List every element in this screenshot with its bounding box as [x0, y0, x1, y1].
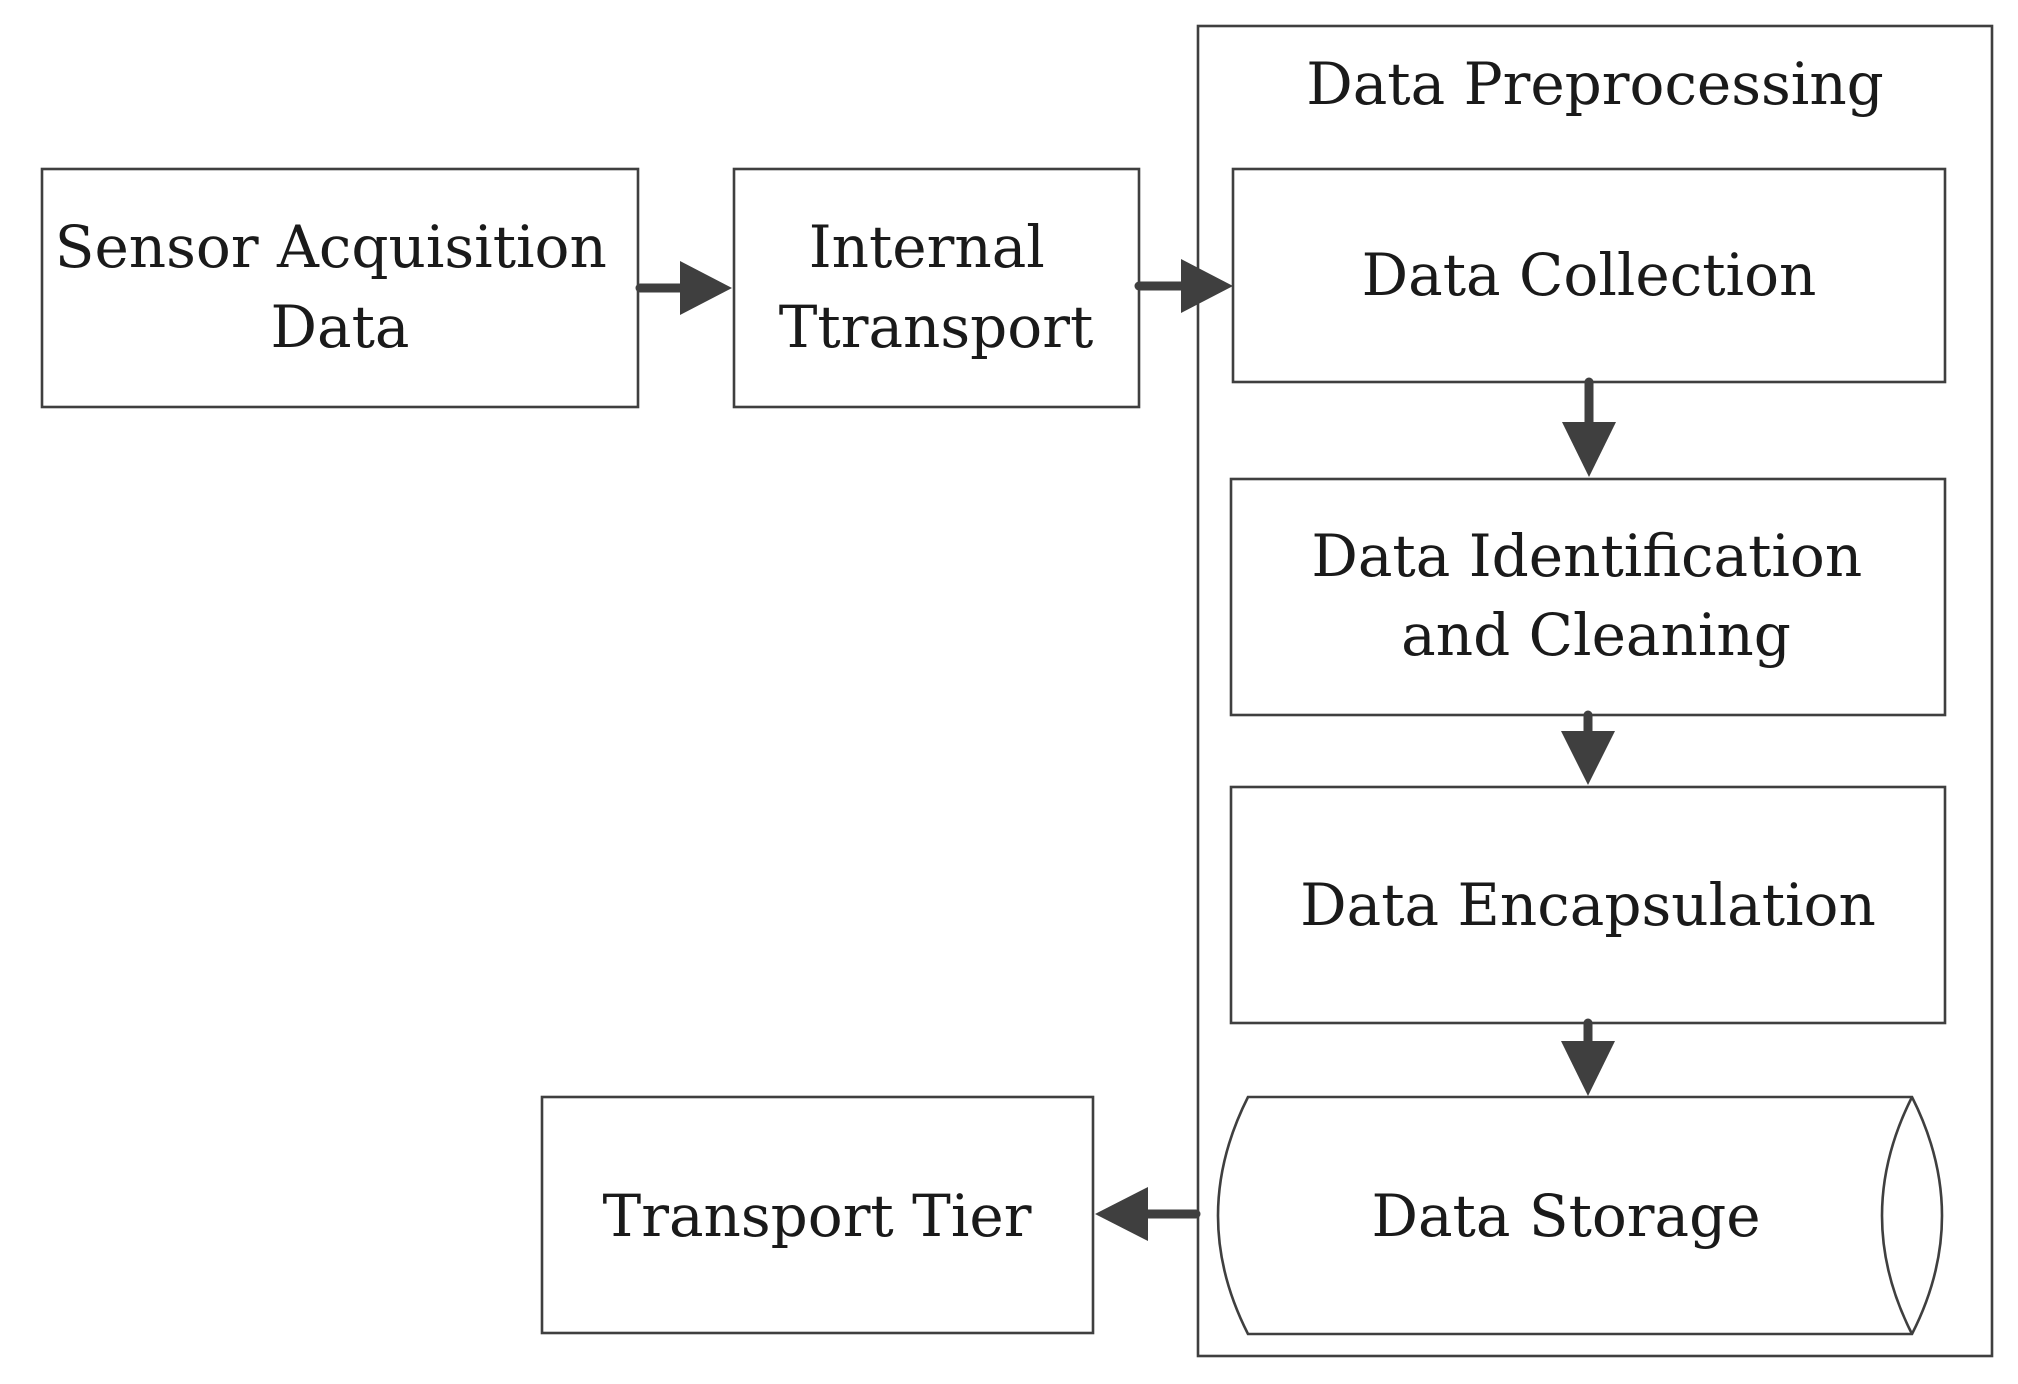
node-data-collection-box [1231, 167, 1947, 384]
arrow-storage-to-transport [1095, 1187, 1201, 1241]
data-preprocessing-frame [1196, 24, 1994, 1358]
node-transport-tier: Transport Tier [540, 1095, 1095, 1335]
arrow-identification-to-encapsulation [1561, 710, 1615, 785]
node-sensor-line-2: Data [271, 293, 410, 361]
node-internal-line-2: Ttransport [779, 293, 1094, 361]
data-preprocessing-title: Data Preprocessing [1306, 50, 1884, 118]
node-sensor-acquisition-data-box [40, 167, 640, 409]
node-data-encapsulation-box [1229, 785, 1947, 1025]
arrow-collection-to-identification [1562, 377, 1616, 477]
node-data-identification-cleaning-label: Data Identification and Cleaning [1311, 522, 1880, 669]
node-data-identification-cleaning-box [1229, 477, 1947, 717]
node-internal-line-1: Internal [809, 213, 1045, 281]
arrow-sensor-to-internal-head [680, 261, 732, 315]
node-data-identification-cleaning: Data Identification and Cleaning [1229, 477, 1947, 717]
data-preprocessing-group: Data Preprocessing [1196, 24, 1994, 1358]
node-sensor-acquisition-data-label: Sensor Acquisition Data [55, 213, 626, 361]
arrow-storage-to-transport-head [1095, 1187, 1148, 1241]
node-collection-line-1: Data Collection [1362, 241, 1817, 309]
arrow-encapsulation-to-storage [1561, 1018, 1615, 1096]
arrow-sensor-to-internal [635, 261, 732, 315]
node-transport-tier-label: Transport Tier [603, 1182, 1032, 1250]
node-sensor-line-1: Sensor Acquisition [55, 213, 607, 281]
node-transport-tier-box [540, 1095, 1095, 1335]
node-storage-line-1: Data Storage [1371, 1182, 1760, 1250]
node-data-encapsulation: Data Encapsulation [1229, 785, 1947, 1025]
node-sensor-acquisition-data: Sensor Acquisition Data [40, 167, 640, 409]
node-internal-transport-label: Internal Ttransport [779, 213, 1094, 361]
node-identification-line-1: Data Identification [1311, 522, 1862, 590]
node-transport-line-1: Transport Tier [603, 1182, 1032, 1250]
node-data-collection: Data Collection [1231, 167, 1947, 384]
arrow-internal-to-collection [1134, 259, 1233, 313]
node-data-collection-label: Data Collection [1362, 241, 1817, 309]
node-data-storage: Data Storage [1216, 1095, 1944, 1336]
node-identification-line-2: and Cleaning [1401, 601, 1791, 669]
node-encapsulation-line-1: Data Encapsulation [1300, 871, 1876, 939]
node-data-encapsulation-label: Data Encapsulation [1300, 871, 1876, 939]
arrow-identification-to-encapsulation-head [1561, 731, 1615, 785]
arrow-encapsulation-to-storage-head [1561, 1041, 1615, 1096]
node-data-storage-label: Data Storage [1371, 1182, 1760, 1250]
arrow-collection-to-identification-head [1562, 422, 1616, 477]
arrow-internal-to-collection-head [1181, 259, 1233, 313]
node-internal-transport-box [732, 167, 1141, 409]
node-data-storage-rim [1880, 1096, 1914, 1335]
node-internal-transport: Internal Ttransport [732, 167, 1141, 409]
